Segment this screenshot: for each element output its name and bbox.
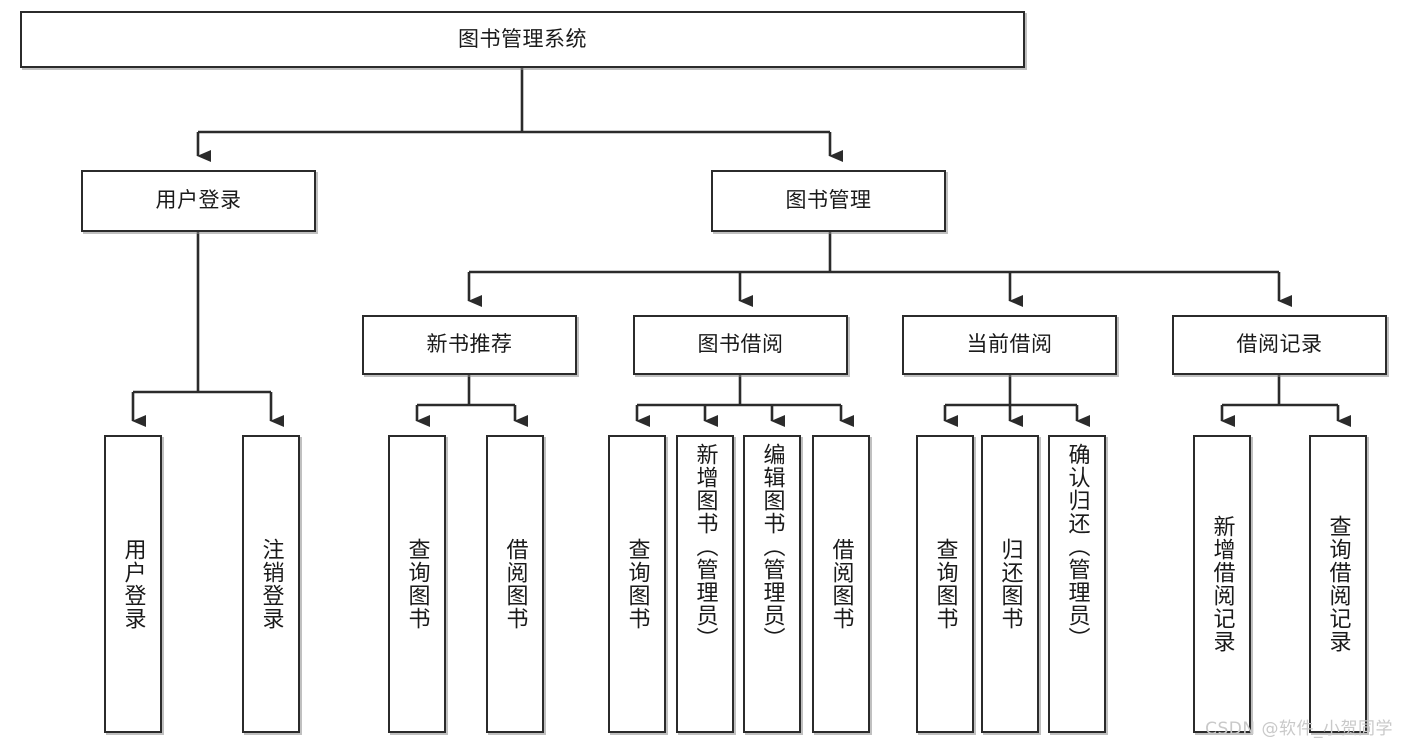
node-leaf-confirm-return[interactable]: 确认归还（管理员） <box>1048 435 1106 733</box>
node-leaf-return-book-label: 归还图书 <box>997 538 1023 630</box>
node-leaf-add-book-label: 新增图书（管理员） <box>692 443 718 650</box>
node-leaf-query-book-3[interactable]: 查询图书 <box>916 435 974 733</box>
node-book-manage[interactable]: 图书管理 <box>711 170 946 232</box>
node-leaf-edit-book[interactable]: 编辑图书（管理员） <box>743 435 801 733</box>
node-leaf-borrow-book-1-label: 借阅图书 <box>502 538 528 630</box>
node-leaf-edit-book-label: 编辑图书（管理员） <box>759 443 785 650</box>
node-leaf-query-record-label: 查询借阅记录 <box>1325 515 1351 653</box>
node-leaf-confirm-return-label: 确认归还（管理员） <box>1064 443 1090 650</box>
node-leaf-add-record-label: 新增借阅记录 <box>1209 515 1235 653</box>
node-book-borrow-label: 图书借阅 <box>697 332 784 357</box>
node-leaf-query-book-2-label: 查询图书 <box>624 538 650 630</box>
node-book-borrow[interactable]: 图书借阅 <box>633 315 848 375</box>
node-leaf-query-book-2[interactable]: 查询图书 <box>608 435 666 733</box>
node-leaf-add-book[interactable]: 新增图书（管理员） <box>676 435 734 733</box>
node-leaf-user-login[interactable]: 用户登录 <box>104 435 162 733</box>
node-leaf-borrow-book-1[interactable]: 借阅图书 <box>486 435 544 733</box>
node-leaf-query-book-3-label: 查询图书 <box>932 538 958 630</box>
node-leaf-query-book-1-label: 查询图书 <box>404 538 430 630</box>
node-leaf-user-logout[interactable]: 注销登录 <box>242 435 300 733</box>
node-new-book-recommend[interactable]: 新书推荐 <box>362 315 577 375</box>
node-leaf-return-book[interactable]: 归还图书 <box>981 435 1039 733</box>
node-current-borrow[interactable]: 当前借阅 <box>902 315 1117 375</box>
watermark-text: CSDN @软件_小贺同学 <box>1205 719 1393 739</box>
node-root[interactable]: 图书管理系统 <box>20 11 1025 68</box>
node-leaf-user-login-label: 用户登录 <box>120 538 146 630</box>
node-borrow-record[interactable]: 借阅记录 <box>1172 315 1387 375</box>
node-leaf-borrow-book-2[interactable]: 借阅图书 <box>812 435 870 733</box>
node-leaf-add-record[interactable]: 新增借阅记录 <box>1193 435 1251 733</box>
node-current-borrow-label: 当前借阅 <box>966 332 1053 357</box>
node-leaf-borrow-book-2-label: 借阅图书 <box>828 538 854 630</box>
node-leaf-user-logout-label: 注销登录 <box>258 538 284 630</box>
node-user-login[interactable]: 用户登录 <box>81 170 316 232</box>
node-root-label: 图书管理系统 <box>458 26 587 51</box>
node-leaf-query-record[interactable]: 查询借阅记录 <box>1309 435 1367 733</box>
node-user-login-label: 用户登录 <box>155 188 242 213</box>
node-leaf-query-book-1[interactable]: 查询图书 <box>388 435 446 733</box>
node-new-book-recommend-label: 新书推荐 <box>426 332 513 357</box>
node-book-manage-label: 图书管理 <box>785 188 872 213</box>
node-borrow-record-label: 借阅记录 <box>1236 332 1323 357</box>
